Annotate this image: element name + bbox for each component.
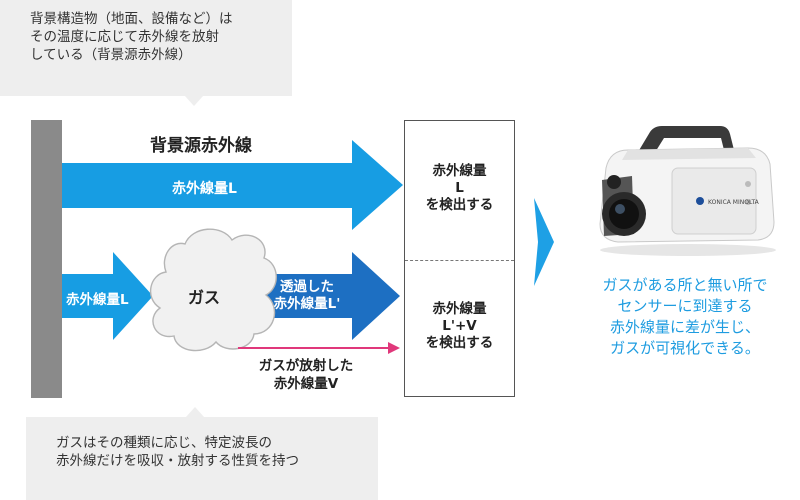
transmitted-line-1: 透過した (280, 279, 334, 295)
transmitted-ir-arrow (258, 252, 400, 340)
detection-top-line-3: を検出する (425, 197, 494, 213)
callout-top-line-3: している（背景源赤外線） (30, 47, 192, 63)
detection-bottom-line-3: を検出する (425, 335, 494, 351)
result-divider (405, 260, 514, 261)
detection-bottom: 赤外線量 L'+V を検出する (405, 301, 514, 352)
callout-top-line-2: その温度に応じて赤外線を放射 (30, 29, 219, 45)
detection-top: 赤外線量 L を検出する (405, 163, 514, 214)
detection-bottom-line-1: 赤外線量 (432, 301, 487, 317)
callout-top-line-1: 背景構造物（地面、設備など）は (30, 11, 233, 27)
conclusion-line-4: ガスが可視化できる。 (610, 339, 760, 357)
transmitted-ir-label: 透過した 赤外線量L' (266, 279, 348, 313)
detection-top-line-2: L (455, 180, 464, 196)
ir-to-gas-label: 赤外線量L (66, 292, 129, 308)
background-wall (31, 120, 62, 398)
gas-camera-icon: KONICA MINOLTA (599, 126, 776, 256)
detection-top-line-1: 赤外線量 (432, 163, 487, 179)
conclusion-text: ガスがある所と無い所で センサーに到達する 赤外線量に差が生じ、 ガスが可視化で… (572, 275, 798, 359)
emitted-ir-arrowhead (388, 342, 400, 354)
conclusion-line-3: 赤外線量に差が生じ、 (609, 318, 760, 336)
transmitted-line-2: 赤外線量L' (273, 296, 341, 312)
detection-bottom-line-2: L'+V (442, 318, 477, 334)
emitted-line-1: ガスが放射した (258, 358, 354, 374)
conclusion-line-1: ガスがある所と無い所で (602, 276, 768, 294)
callout-bottom-line-1: ガスはその種類に応じ、特定波長の (56, 435, 272, 451)
emitted-ir-label: ガスが放射した 赤外線量V (244, 357, 368, 393)
emitted-line-2: 赤外線量V (273, 376, 339, 392)
background-ir-title: 背景源赤外線 (150, 136, 252, 156)
ir-to-gas-arrow (62, 252, 153, 340)
background-ir-label: 赤外線量L (172, 181, 237, 197)
gas-label: ガス (188, 288, 221, 307)
background-structure-callout: 背景構造物（地面、設備など）は その温度に応じて赤外線を放射 している（背景源赤… (0, 0, 292, 106)
callout-bottom-line-2: 赤外線だけを吸収・放射する性質を持つ (56, 453, 299, 469)
background-ir-arrow (62, 140, 403, 230)
detection-result-box: 赤外線量 L を検出する 赤外線量 L'+V を検出する (404, 120, 515, 397)
result-chevron-icon (534, 198, 554, 286)
gas-property-callout: ガスはその種類に応じ、特定波長の 赤外線だけを吸収・放射する性質を持つ (26, 407, 378, 500)
gas-cloud-icon (149, 228, 277, 352)
conclusion-line-2: センサーに到達する (617, 297, 753, 315)
camera-brand-text: KONICA MINOLTA (708, 199, 760, 206)
